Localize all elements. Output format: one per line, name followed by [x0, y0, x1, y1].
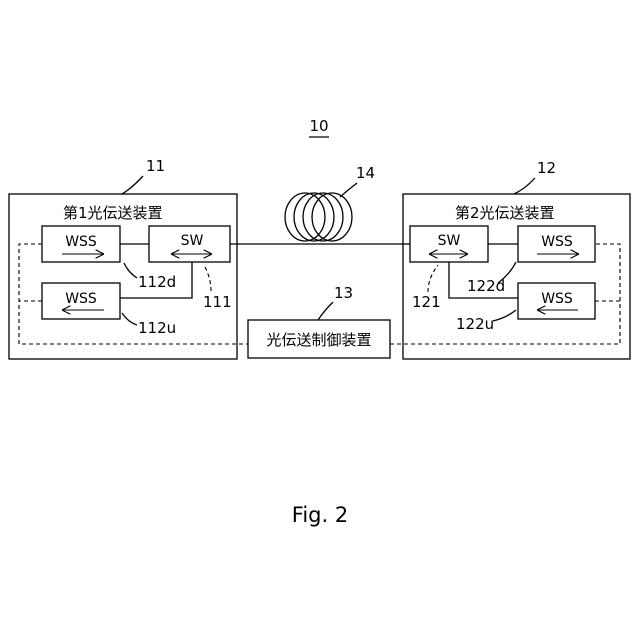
device1-leader: [122, 176, 143, 194]
device1-ref: 11: [146, 157, 165, 175]
device2-leader: [514, 178, 535, 194]
device1-ref-sw: 111: [203, 293, 232, 311]
device1-ref-down: 112d: [138, 273, 176, 291]
device1-sw-label: SW: [181, 233, 204, 249]
controller-ref: 13: [334, 284, 353, 302]
fiber-ref-leader: [340, 183, 357, 197]
device1-wss-up-label: WSS: [65, 291, 97, 307]
device2-ref: 12: [537, 159, 556, 177]
device2-ref-down: 122d: [467, 277, 505, 295]
device1-ref-up: 112u: [138, 319, 176, 337]
fiber-ref: 14: [356, 164, 375, 182]
controller-ref-leader: [318, 302, 333, 320]
device2-title: 第2光伝送装置: [455, 204, 555, 222]
system-ref: 10: [309, 117, 328, 135]
device2-wss-down-label: WSS: [541, 234, 573, 250]
controller-label: 光伝送制御装置: [266, 331, 371, 349]
device2-sw-label: SW: [438, 233, 461, 249]
figure-caption: Fig. 2: [292, 503, 348, 527]
device2-wss-up-label: WSS: [541, 291, 573, 307]
device2-ref-up: 122u: [456, 315, 494, 333]
device1-title: 第1光伝送装置: [63, 204, 163, 222]
device2-ref-sw: 121: [412, 293, 441, 311]
fiber-coil-icon: [285, 193, 352, 241]
device1-wss-down-label: WSS: [65, 234, 97, 250]
